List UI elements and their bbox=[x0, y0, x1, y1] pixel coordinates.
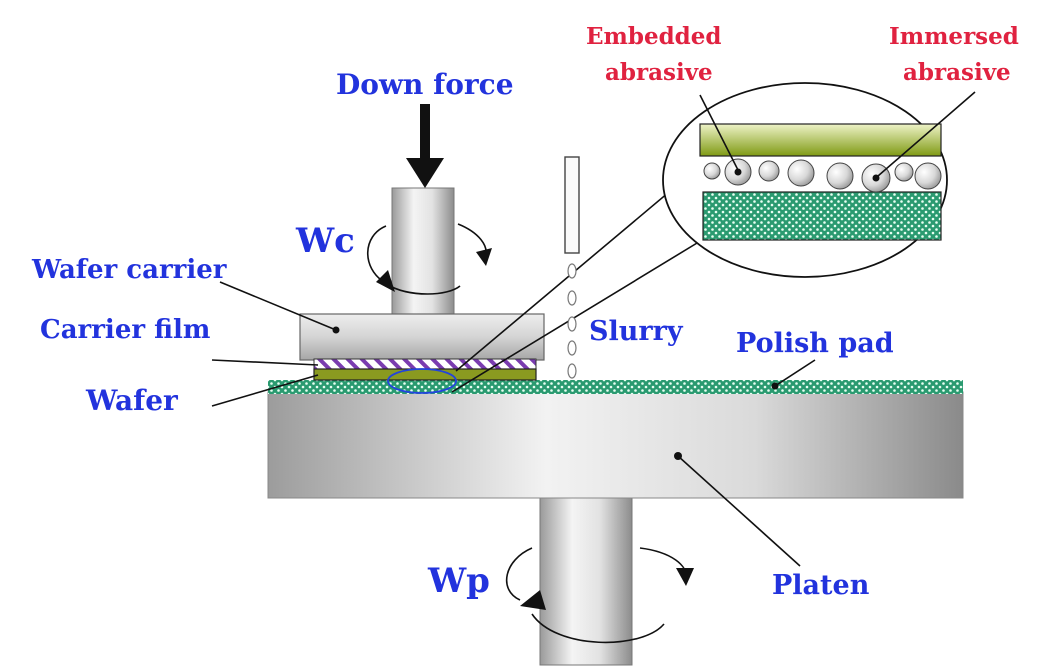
leader-polish-pad bbox=[774, 359, 816, 387]
abrasive-particles bbox=[703, 158, 942, 193]
wafer-carrier bbox=[299, 313, 545, 361]
inset-wafer-layer bbox=[699, 123, 942, 157]
label-immersed-line1: Immersed bbox=[889, 23, 1019, 50]
leader-immersed bbox=[877, 91, 976, 177]
rotation-arrowhead-wc-left-icon bbox=[376, 270, 395, 292]
label-platen: Platen bbox=[772, 570, 870, 601]
polish-pad bbox=[268, 380, 963, 394]
zoom-region-marker bbox=[387, 368, 457, 394]
label-immersed-line2: abrasive bbox=[903, 59, 1011, 86]
label-wafer-carrier: Wafer carrier bbox=[31, 255, 227, 285]
label-polish-pad: Polish pad bbox=[736, 328, 894, 359]
label-down-force: Down force bbox=[336, 68, 514, 101]
platen bbox=[267, 391, 964, 499]
embedded-abrasive-dot-icon bbox=[734, 168, 742, 176]
label-embedded-line1: Embedded bbox=[586, 23, 721, 50]
zoom-connector-top bbox=[455, 165, 701, 372]
slurry-droplets bbox=[567, 263, 577, 379]
magnified-inset bbox=[662, 82, 948, 278]
slurry-nozzle bbox=[564, 156, 580, 254]
leader-carrier-film bbox=[211, 359, 319, 366]
leader-lines bbox=[211, 91, 976, 567]
label-carrier-film: Carrier film bbox=[40, 315, 210, 345]
leader-embedded bbox=[699, 94, 739, 171]
label-embedded-line2: abrasive bbox=[605, 59, 713, 86]
wafer bbox=[313, 368, 537, 381]
platen-shaft bbox=[539, 489, 633, 666]
label-wafer: Wafer bbox=[85, 384, 179, 417]
label-wc: Wc bbox=[295, 221, 355, 261]
rotation-arrowhead-wc-right-icon bbox=[476, 248, 492, 266]
carrier-shaft bbox=[391, 187, 455, 317]
platen-dot-icon bbox=[674, 452, 682, 460]
immersed-abrasive-dot-icon bbox=[872, 174, 880, 182]
polish-pad-dot-icon bbox=[771, 382, 779, 390]
leader-wafer bbox=[211, 374, 319, 407]
rotation-arrowhead-wp-right-icon bbox=[676, 568, 694, 586]
label-slurry: Slurry bbox=[589, 316, 684, 347]
wafer-carrier-dot-icon bbox=[332, 326, 340, 334]
inset-pad-layer bbox=[702, 191, 942, 241]
rotation-arrowhead-wp-left-icon bbox=[520, 590, 546, 610]
zoom-connector-bottom bbox=[451, 239, 703, 393]
leader-platen bbox=[677, 455, 801, 567]
leader-wafer-carrier bbox=[219, 281, 337, 331]
down-force-arrow-icon bbox=[406, 104, 444, 188]
label-wp: Wp bbox=[427, 561, 490, 601]
